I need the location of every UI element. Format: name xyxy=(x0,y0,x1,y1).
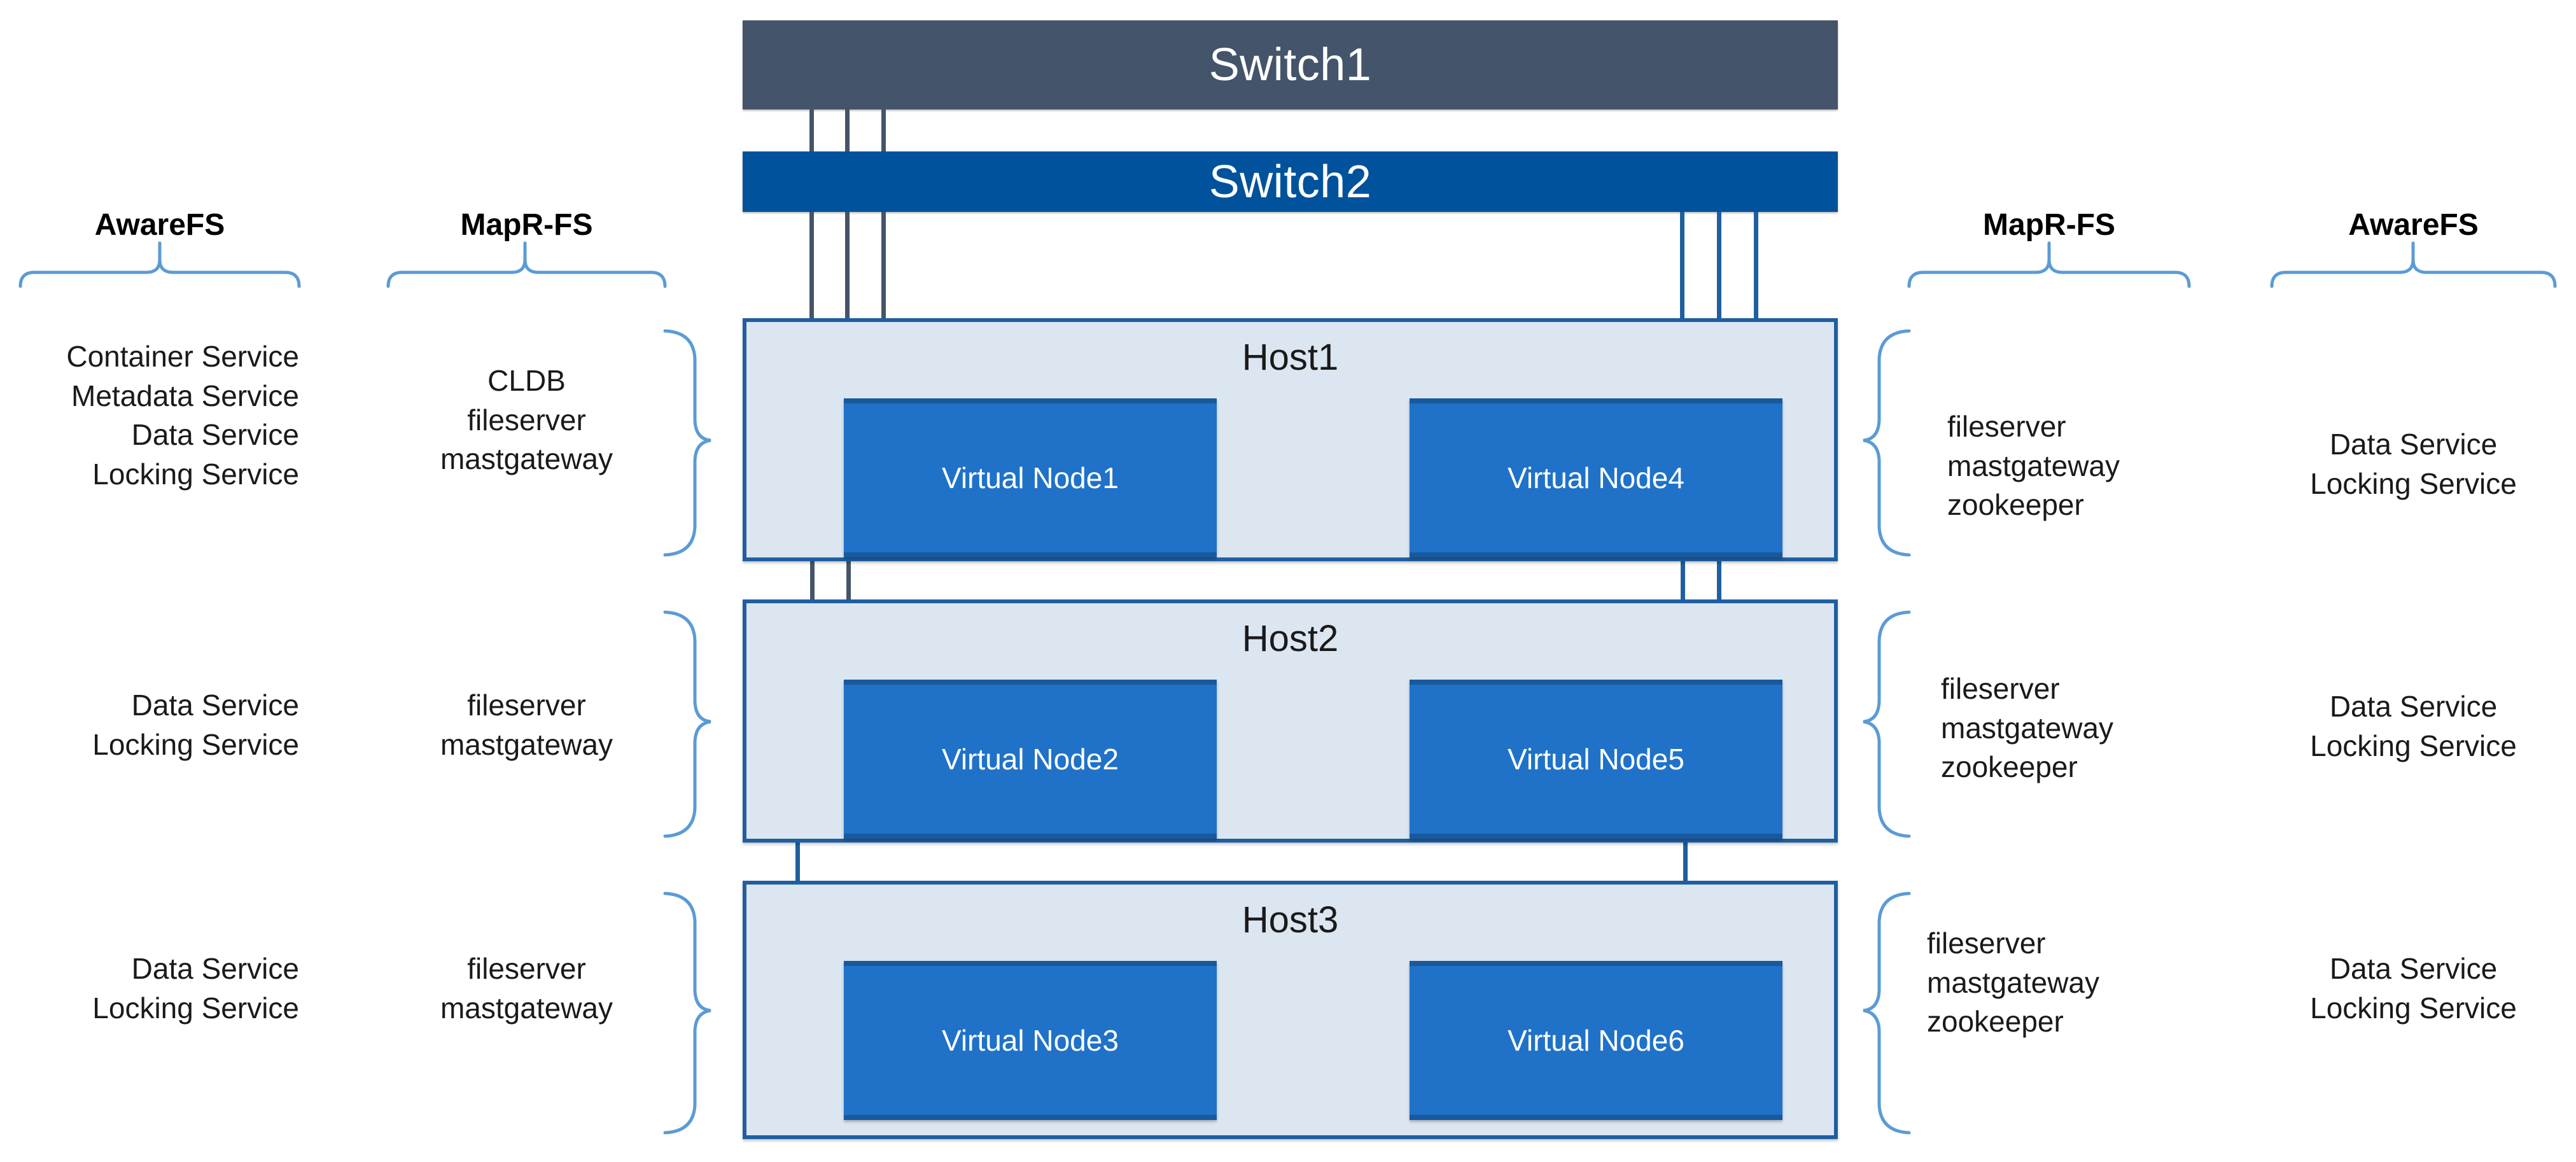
host1-box[interactable]: Host1 Virtual Node1 Virtual Node4 xyxy=(743,318,1838,561)
switch1-box[interactable]: Switch1 xyxy=(743,20,1838,109)
connector-host1-host2-c xyxy=(1681,561,1685,599)
connector-switch2-host1-f xyxy=(1754,212,1758,318)
connector-switch2-host1-c xyxy=(881,212,886,318)
right-awarefs-host3-services: Data Service Locking Service xyxy=(2310,952,2517,1025)
right-maprfs-host2-services: fileserver mastgateway zookeeper xyxy=(1941,672,2114,784)
virtual-node5-label: Virtual Node5 xyxy=(1508,743,1684,776)
right-maprfs-host1-services: fileserver mastgateway zookeeper xyxy=(1947,410,2120,522)
host3-box[interactable]: Host3 Virtual Node3 Virtual Node6 xyxy=(743,881,1838,1139)
connector-switch2-host1-b xyxy=(845,212,850,318)
left-awarefs-host2-services: Data Service Locking Service xyxy=(92,689,299,761)
right-maprfs-title: MapR-FS xyxy=(1983,208,2115,242)
right-awarefs-title: AwareFS xyxy=(2348,208,2479,242)
switch2-label: Switch2 xyxy=(1208,156,1372,207)
virtual-node1-box[interactable]: Virtual Node1 xyxy=(844,398,1217,557)
virtual-node5-box[interactable]: Virtual Node5 xyxy=(1410,680,1782,839)
connector-host2-host3-a xyxy=(795,843,800,881)
connector-host1-host2-b xyxy=(846,561,851,599)
left-maprfs-host1-services: CLDB fileserver mastgateway xyxy=(440,364,613,476)
connector-switch1-switch2-a xyxy=(809,109,814,151)
left-awarefs-title: AwareFS xyxy=(94,208,225,242)
connector-host2-host3-b xyxy=(1683,843,1688,881)
virtual-node3-label: Virtual Node3 xyxy=(942,1024,1119,1057)
left-awarefs-host3-services: Data Service Locking Service xyxy=(92,952,299,1025)
host1-label: Host1 xyxy=(1242,337,1339,378)
host2-box[interactable]: Host2 Virtual Node2 Virtual Node5 xyxy=(743,599,1838,843)
connector-switch1-switch2-c xyxy=(881,109,886,151)
left-maprfs-host3-services: fileserver mastgateway xyxy=(440,952,613,1025)
connector-host1-host2-d xyxy=(1717,561,1721,599)
host3-label: Host3 xyxy=(1242,899,1339,941)
connector-switch2-host1-d xyxy=(1680,212,1684,318)
virtual-node2-label: Virtual Node2 xyxy=(942,743,1119,776)
right-maprfs-host3-services: fileserver mastgateway zookeeper xyxy=(1927,927,2100,1039)
switch2-box[interactable]: Switch2 xyxy=(743,151,1838,212)
virtual-node1-label: Virtual Node1 xyxy=(942,461,1119,494)
left-maprfs-host2-services: fileserver mastgateway xyxy=(440,689,613,761)
virtual-node3-box[interactable]: Virtual Node3 xyxy=(844,961,1217,1120)
left-maprfs-title: MapR-FS xyxy=(460,208,593,242)
connector-switch2-host1-a xyxy=(809,212,814,318)
left-awarefs-host1-services: Container Service Metadata Service Data … xyxy=(66,340,299,491)
host2-label: Host2 xyxy=(1242,618,1339,659)
virtual-node2-box[interactable]: Virtual Node2 xyxy=(844,680,1217,839)
right-awarefs-host1-services: Data Service Locking Service xyxy=(2310,428,2517,500)
connector-host1-host2-a xyxy=(810,561,815,599)
switch1-label: Switch1 xyxy=(1208,39,1372,90)
virtual-node4-label: Virtual Node4 xyxy=(1508,461,1684,494)
virtual-node4-box[interactable]: Virtual Node4 xyxy=(1410,398,1782,557)
connector-switch1-switch2-b xyxy=(845,109,850,151)
virtual-node6-label: Virtual Node6 xyxy=(1508,1024,1684,1057)
virtual-node6-box[interactable]: Virtual Node6 xyxy=(1410,961,1782,1120)
connector-switch2-host1-e xyxy=(1717,212,1721,318)
right-awarefs-host2-services: Data Service Locking Service xyxy=(2310,690,2517,762)
